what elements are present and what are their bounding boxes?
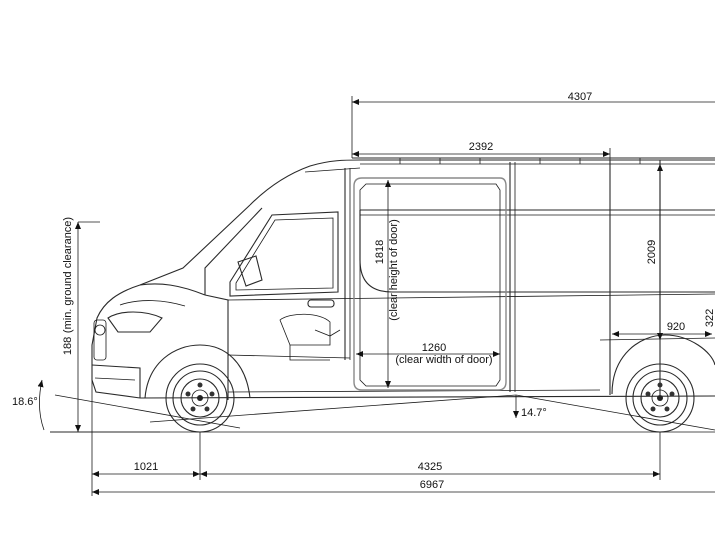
dimension-roof-section: 2392 [352, 141, 611, 160]
caption-ground-clearance: (min. ground clearance) [62, 217, 74, 333]
dimension-wheelbase: 4325 [200, 432, 661, 480]
sliding-door-inner [359, 183, 501, 387]
dimension-ground-clearance: 188 (min. ground clearance) [62, 217, 100, 432]
label-door-height: 1818 [374, 240, 386, 264]
van-body-outline [91, 157, 715, 400]
caption-door-height: (clear height of door) [388, 219, 400, 321]
label-ramp-angle: 14.7° [521, 407, 547, 419]
dimension-cargo-length: 4307 [351, 91, 715, 158]
dimension-door-height: 1818 (clear height of door) [374, 180, 400, 388]
label-wheel-arch-width: 920 [667, 321, 685, 333]
label-door-width: 1260 [422, 342, 446, 354]
dimension-door-width: 1260 (clear width of door) [356, 342, 500, 366]
label-overall-length: 6967 [420, 479, 444, 491]
label-wheel-arch-height: 322 [704, 309, 715, 327]
caption-door-width: (clear width of door) [395, 354, 492, 366]
label-front-overhang: 1021 [134, 461, 158, 473]
dimension-wheel-arch-height: 322 [704, 309, 715, 327]
dimension-approach-angle: 18.6° [12, 379, 241, 433]
label-interior-height: 2009 [646, 240, 658, 264]
label-cargo-length: 4307 [568, 91, 592, 103]
label-approach-angle: 18.6° [12, 396, 38, 408]
sliding-door-outline [353, 177, 507, 391]
label-ground-clearance: 188 [62, 337, 74, 355]
dimension-wheel-arch-width: 920 [612, 321, 712, 337]
dimension-interior-height: 2009 [646, 164, 663, 340]
label-wheelbase: 4325 [418, 461, 442, 473]
dimension-front-overhang: 1021 [91, 380, 201, 496]
label-roof-section: 2392 [469, 141, 493, 153]
dimension-overall-length: 6967 [92, 479, 715, 495]
rear-wheel [625, 363, 695, 433]
dimension-ramp-angle: 14.7° [149, 394, 715, 431]
